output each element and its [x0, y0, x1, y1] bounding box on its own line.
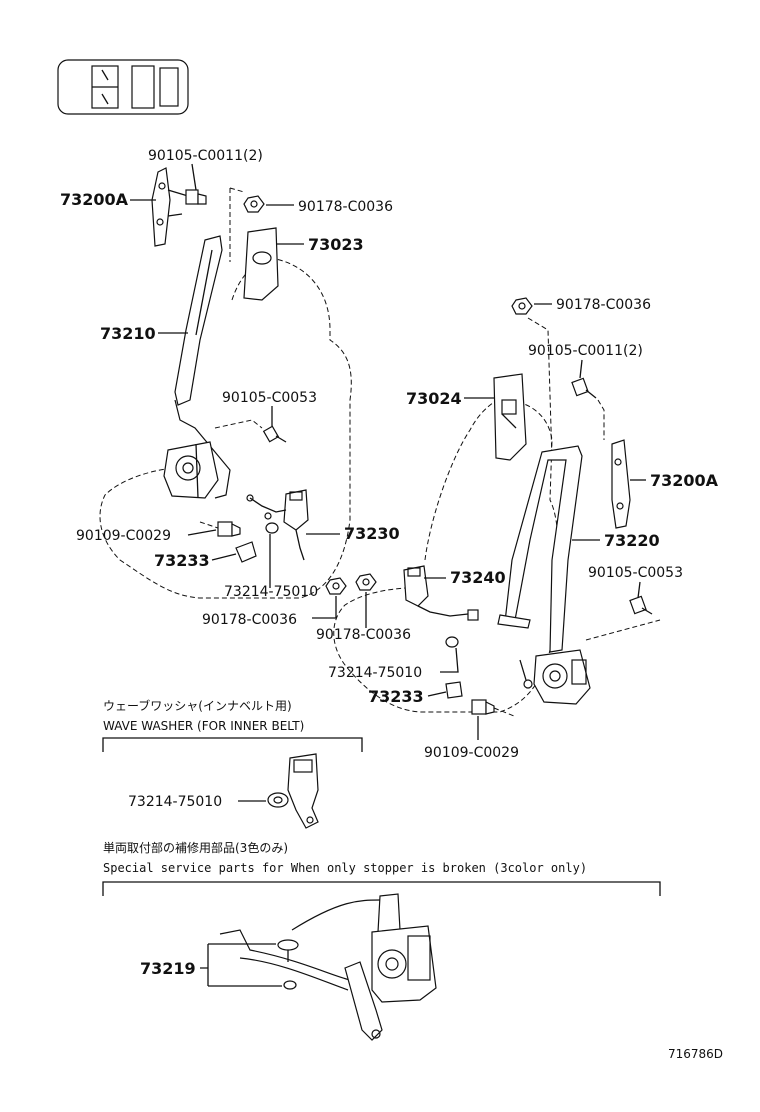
- buckle-right: [403, 565, 479, 621]
- label-bolt-right-low: 90109-C0029: [424, 745, 519, 761]
- bolt-left-low: [217, 521, 241, 537]
- label-washer-right: 73214-75010: [328, 665, 422, 681]
- label-washer-left: 73214-75010: [224, 584, 318, 600]
- label-bolt-left-mid: 90105-C0053: [222, 390, 317, 406]
- bolt-right-mid: [629, 595, 653, 615]
- label-buckle-left: 73230: [344, 524, 400, 543]
- label-stopper: 73219: [140, 959, 196, 978]
- washer-left: [265, 522, 279, 534]
- label-cap-left: 73233: [154, 551, 210, 570]
- service-note-en: Special service parts for When only stop…: [103, 861, 587, 875]
- label-washer-detail: 73214-75010: [128, 794, 222, 810]
- pillar-cover-left: [243, 227, 279, 301]
- label-bolt-right-top: 90105-C0011(2): [528, 343, 643, 359]
- nut-right-top: [511, 297, 533, 315]
- label-anchor-left: 73200A: [60, 190, 129, 209]
- label-cover-right: 73024: [406, 389, 462, 408]
- vehicle-locator-icon: [57, 59, 189, 115]
- left-seat-outline: [99, 257, 352, 599]
- belt-right: [497, 445, 583, 689]
- label-nut-right-low: 90178-C0036: [316, 627, 411, 643]
- wave-washer-bracket: [102, 737, 363, 752]
- figure-id: 716786D: [668, 1047, 723, 1061]
- label-bolt-right-mid: 90105-C0053: [588, 565, 683, 581]
- label-cap-right: 73233: [368, 687, 424, 706]
- buckle-left: [246, 489, 309, 561]
- label-nut-left-low: 90178-C0036: [202, 612, 297, 628]
- label-belt-right: 73220: [604, 531, 660, 550]
- stopper-detail-assembly: [219, 893, 437, 1041]
- retractor-left: [163, 441, 219, 499]
- bolt-left-top: [185, 189, 207, 205]
- bolt-right-low: [471, 699, 495, 715]
- upper-anchor-right: [611, 439, 631, 529]
- label-nut-left-top: 90178-C0036: [298, 199, 393, 215]
- stopper-button: [277, 939, 299, 990]
- label-nut-right-top: 90178-C0036: [556, 297, 651, 313]
- nut-right-low: [355, 573, 377, 591]
- retractor-right: [533, 649, 591, 705]
- cap-left: [235, 541, 257, 563]
- bolt-right-top: [571, 377, 597, 399]
- washer-right: [445, 636, 459, 648]
- bolt-left-mid: [262, 425, 287, 443]
- label-anchor-right: 73200A: [650, 471, 719, 490]
- service-note-jp: 単両取付部の補修用部品(3色のみ): [103, 840, 288, 855]
- label-buckle-right: 73240: [450, 568, 506, 587]
- nut-left-low: [325, 577, 347, 595]
- belt-left: [174, 235, 231, 499]
- wave-washer-detail-buckle: [267, 753, 319, 829]
- upper-anchor-left: [151, 167, 189, 247]
- nut-left-top: [243, 195, 265, 213]
- label-cover-left: 73023: [308, 235, 364, 254]
- wave-washer-note-jp: ウェーブワッシャ(インナベルト用): [103, 698, 292, 713]
- label-bolt-left-top: 90105-C0011(2): [148, 148, 263, 164]
- service-bracket: [102, 881, 661, 896]
- label-belt-left: 73210: [100, 324, 156, 343]
- pillar-cover-right: [493, 373, 527, 461]
- cap-right: [445, 681, 463, 699]
- label-bolt-left-low: 90109-C0029: [76, 528, 171, 544]
- wave-washer-note-en: WAVE WASHER (FOR INNER BELT): [103, 719, 304, 733]
